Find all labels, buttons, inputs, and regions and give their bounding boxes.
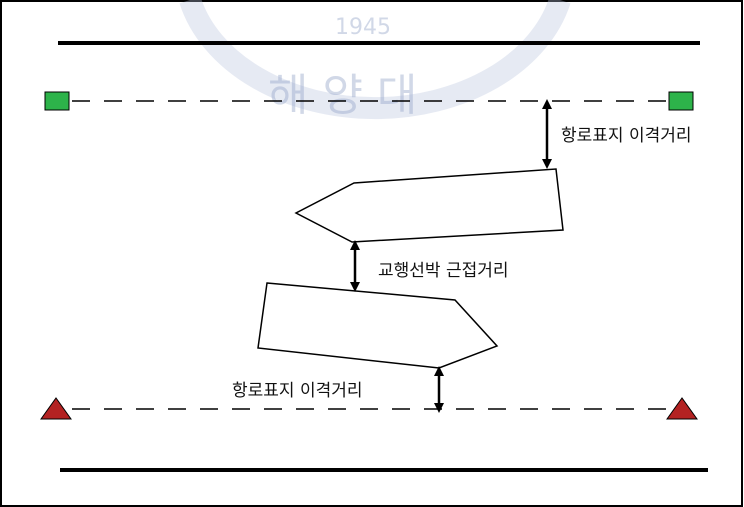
- green-buoy-left: [44, 91, 70, 111]
- green-buoy-right: [668, 91, 694, 111]
- lower-vessel: [257, 282, 499, 369]
- red-buoy-left: [40, 397, 72, 420]
- upper-vessel: [294, 168, 564, 243]
- red-buoy-right: [666, 397, 698, 420]
- passing-distance-label: 교행선박 근접거리: [378, 261, 509, 281]
- watermark-seal: 1945 해 양 대: [179, 0, 571, 121]
- watermark-text: 해 양 대: [268, 70, 417, 121]
- watermark-year: 1945: [335, 15, 391, 40]
- upper-clearance-label: 항로표지 이격거리: [561, 126, 692, 146]
- lower-clearance-label: 항로표지 이격거리: [232, 381, 363, 401]
